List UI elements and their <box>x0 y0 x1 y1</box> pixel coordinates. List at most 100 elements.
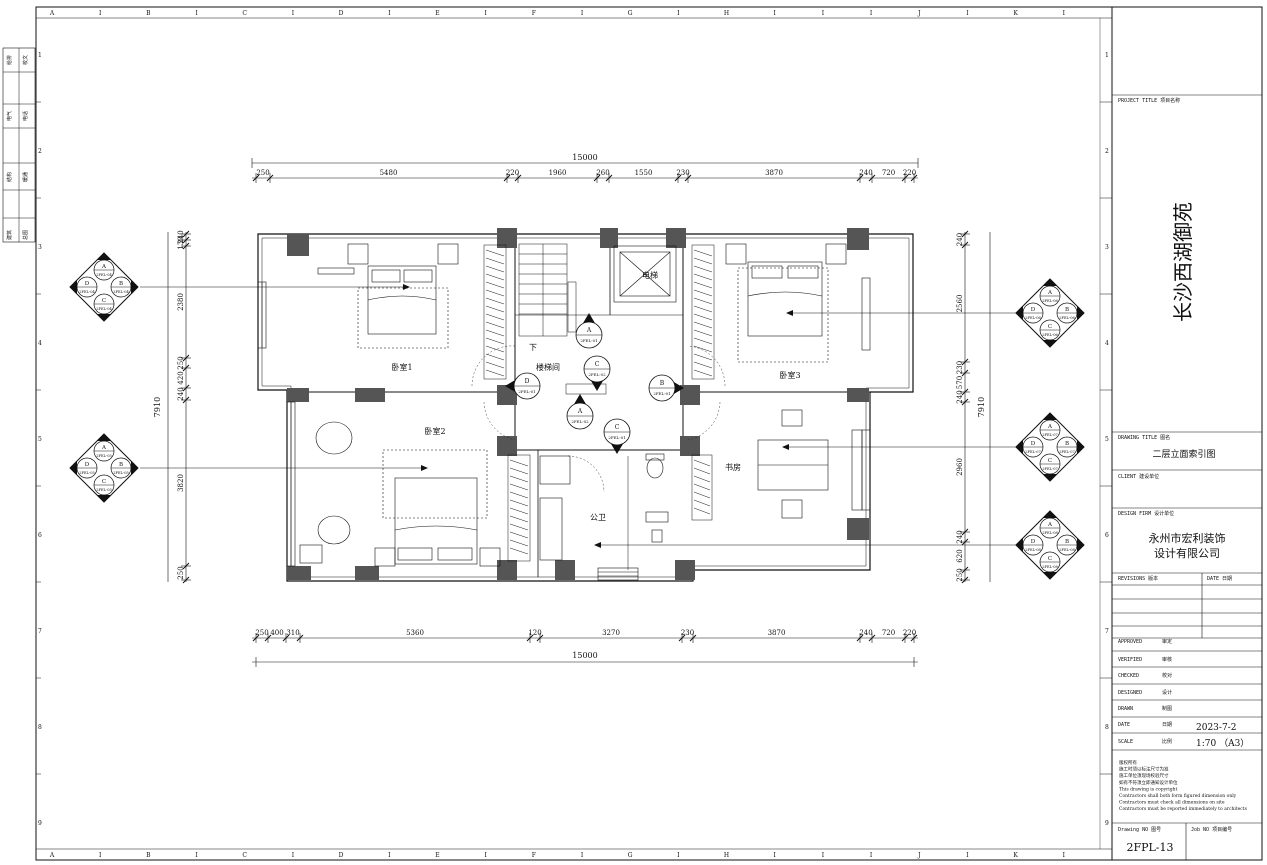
index-letter: D <box>1031 539 1036 545</box>
study-furniture <box>757 409 863 519</box>
marker-code: 2FEL-01 <box>518 389 535 394</box>
top-dimension-chain <box>251 158 919 183</box>
title-block-text: PROJECT TITLE 项目名称 长沙西湖御苑 DRAWING TITLE … <box>1118 97 1249 854</box>
room-labels: 卧室1 卧室2 卧室3 楼梯间 下 电梯 书房 公卫 <box>391 270 800 522</box>
grid-column-label: I <box>822 10 825 17</box>
dimension-value: 130 <box>177 236 185 249</box>
index-sheet-code: 2FEL-04 <box>113 290 129 294</box>
grid-column-label: K <box>1013 852 1018 859</box>
designed-cn: 设计 <box>1162 689 1172 696</box>
index-letter: C <box>1048 324 1052 330</box>
room-label-bathroom: 公卫 <box>590 513 606 522</box>
dimension-value: 5480 <box>380 169 398 177</box>
drawing-title-label: DRAWING TITLE 图名 <box>1118 434 1170 441</box>
marker-letter: C <box>595 361 600 368</box>
grid-column-label: I <box>581 10 584 17</box>
strip-label: 建筑 <box>6 230 13 240</box>
verified-label: VERIFIED <box>1118 657 1142 663</box>
door-swings <box>471 345 726 493</box>
index-letter: A <box>1047 424 1053 430</box>
grid-column-label: K <box>1013 10 1018 17</box>
marker-code: 2FEL-02 <box>571 419 589 424</box>
grid-column-label: F <box>532 852 536 859</box>
index-letter: C <box>102 479 106 485</box>
grid-column-label: I <box>774 10 777 17</box>
dimension-value: 230 <box>681 629 694 637</box>
grid-row-label: 7 <box>38 628 42 635</box>
dimension-value: 250 <box>956 568 964 581</box>
index-letter: C <box>1048 458 1052 464</box>
grid-column-label: I <box>870 852 873 859</box>
dimension-value: 220 <box>903 629 916 637</box>
dimension-value: 250 <box>256 169 269 177</box>
staircase <box>518 243 607 395</box>
designed-label: DESIGNED <box>1118 690 1142 696</box>
grid-column-label: H <box>724 10 729 17</box>
date-label: DATE <box>1118 722 1130 728</box>
index-letter: A <box>1047 522 1053 528</box>
marker-code: 2FEL-01 <box>608 435 625 440</box>
elevator-shaft <box>613 245 677 303</box>
checked-cn: 校对 <box>1162 672 1172 679</box>
dimension-value: 250 <box>177 566 185 579</box>
index-letter: D <box>1031 441 1036 447</box>
stairwell-elevation-markers[interactable]: A2FEL-01C2FEL-02D2FEL-01B2FEL-01A2FEL-02… <box>505 313 684 454</box>
grid-column-label: C <box>242 10 247 17</box>
dimension-value: 3870 <box>768 629 786 637</box>
grid-row-label: 1 <box>38 52 42 59</box>
index-letter: B <box>119 462 123 468</box>
grid-column-label: I <box>774 852 777 859</box>
grid-row-label: 7 <box>1105 628 1109 635</box>
elevation-index-quadrant[interactable]: C 2FEL-07 <box>1039 453 1061 475</box>
dimension-value: 720 <box>882 629 895 637</box>
bedroom3-bed <box>725 243 847 363</box>
title-block <box>1112 94 1262 860</box>
grid-row-label: 4 <box>1105 340 1109 347</box>
dimension-value: 400 <box>270 629 283 637</box>
grid-column-label: G <box>628 10 633 17</box>
dimension-value: 250 <box>255 629 268 637</box>
dimension-value: 3820 <box>177 474 185 492</box>
copyright-notes: 版权所有施工时须以标注尺寸为准施工单位须现场校验尺寸如有不符须立即通知设计单位T… <box>1119 759 1248 812</box>
bathroom-fixtures <box>539 453 669 561</box>
dimension-value: 260 <box>596 169 609 177</box>
design-firm-name-line2: 设计有限公司 <box>1154 546 1220 560</box>
checked-label: CHECKED <box>1118 673 1139 679</box>
index-sheet-code: 2FEL-07 <box>1042 467 1058 471</box>
marker-code: 2FEL-01 <box>580 338 597 343</box>
project-name: 长沙西湖御苑 <box>1171 202 1195 322</box>
drawing-title: 二层立面索引图 <box>1152 448 1215 460</box>
scale-label: SCALE <box>1118 739 1133 745</box>
